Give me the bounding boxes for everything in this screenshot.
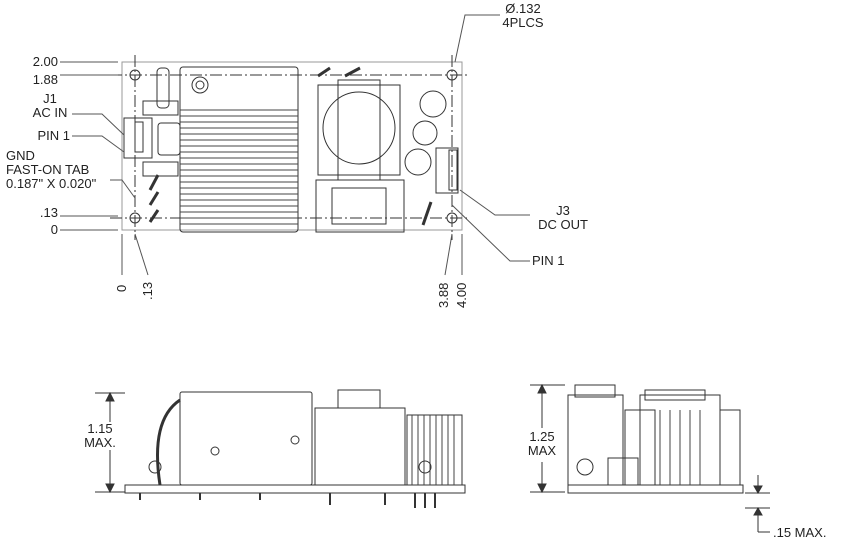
capacitor xyxy=(419,90,447,118)
gnd-line3: 0.187" X 0.020" xyxy=(6,176,97,191)
side-view xyxy=(95,389,466,508)
mounting-hole xyxy=(446,69,458,81)
dim-x-3.88: 3.88 xyxy=(436,282,451,308)
hole-callout: Ø.132 4PLCS xyxy=(498,2,548,30)
side-height-label: 1.15 MAX. xyxy=(78,422,122,450)
side-height-max: MAX. xyxy=(84,435,116,450)
capacitor xyxy=(404,148,432,176)
end-height-label: 1.25 MAX xyxy=(518,430,566,458)
dim-y-1.88: 1.88 xyxy=(32,72,58,87)
top-view-board xyxy=(60,14,530,276)
j3-label: J3 DC OUT xyxy=(528,204,598,232)
gnd-tab-label: GND FAST-ON TAB 0.187" X 0.020" xyxy=(6,149,96,191)
transformer xyxy=(315,179,405,233)
j3-name: DC OUT xyxy=(538,217,588,232)
dim-y-2.00: 2.00 xyxy=(32,54,58,69)
capacitor xyxy=(412,120,438,146)
j3-pin1-label: PIN 1 xyxy=(532,253,565,268)
mounting-hole xyxy=(129,69,141,81)
hole-diameter: Ø.132 xyxy=(505,1,541,16)
j1-pin1-label: PIN 1 xyxy=(37,128,70,143)
j3-ref: J3 xyxy=(556,203,570,218)
j3-connector xyxy=(435,147,459,194)
mounting-hole xyxy=(129,212,141,224)
end-view xyxy=(530,383,770,533)
hole-count: 4PLCS xyxy=(502,15,544,30)
end-height-value: 1.25 xyxy=(529,429,555,444)
gnd-line1: GND xyxy=(6,148,35,163)
dim-x-4.00: 4.00 xyxy=(454,282,469,308)
mounting-hole xyxy=(446,212,458,224)
end-height-max: MAX xyxy=(527,443,557,458)
j1-name: AC IN xyxy=(32,105,68,120)
j1-ref: J1 xyxy=(43,91,57,106)
dim-y-.13: .13 xyxy=(39,205,58,220)
pin-length-label: .15 MAX. xyxy=(773,525,827,540)
side-height-value: 1.15 xyxy=(87,421,113,436)
dim-x-.13: .13 xyxy=(140,281,155,300)
gnd-line2: FAST-ON TAB xyxy=(6,162,90,177)
heatsink xyxy=(179,66,299,233)
j1-label: J1 AC IN xyxy=(28,92,72,120)
dim-x-0: 0 xyxy=(114,284,129,292)
dim-y-0: 0 xyxy=(50,222,58,237)
